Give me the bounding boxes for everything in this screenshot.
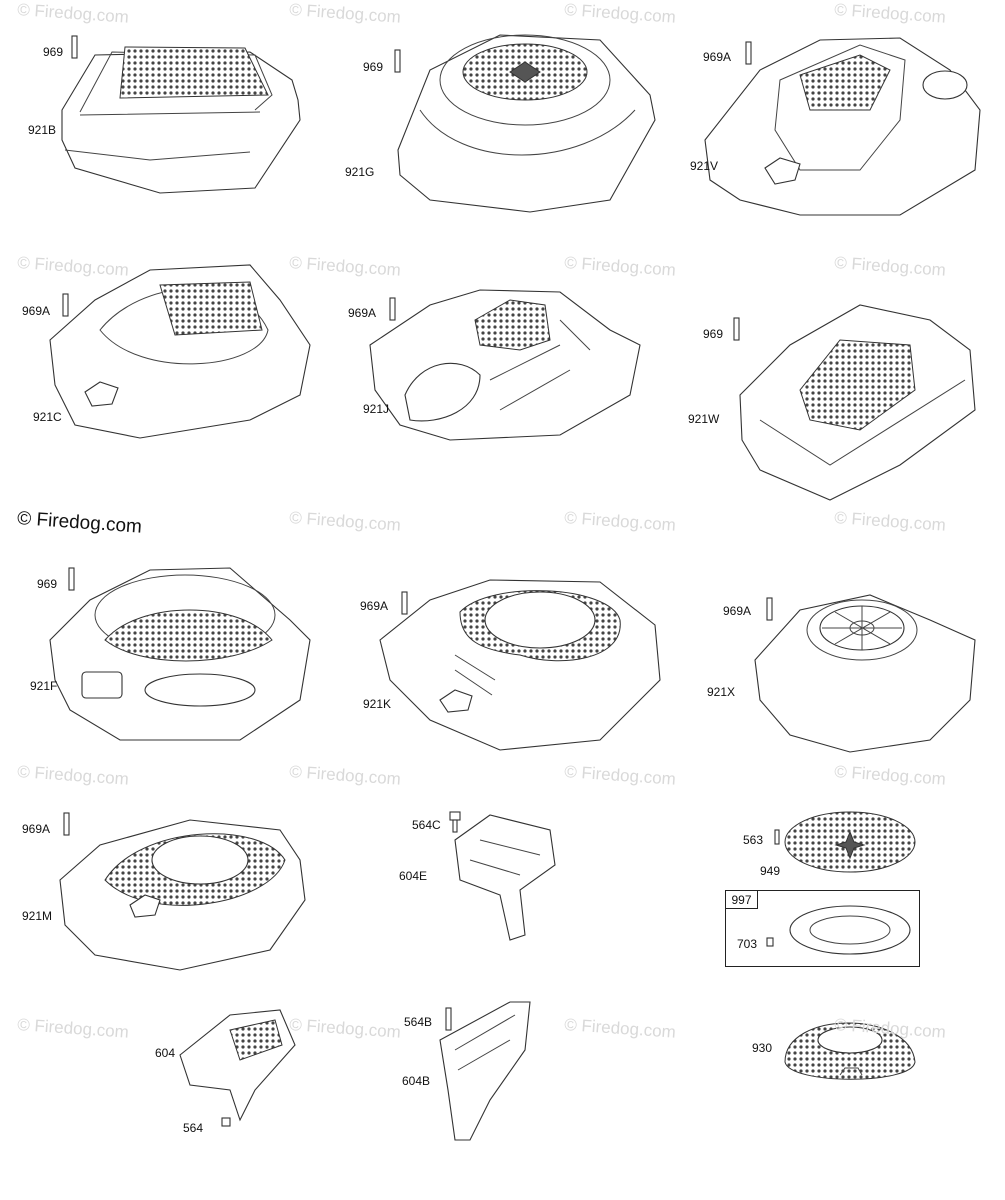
kit-label: 997	[726, 891, 758, 909]
part-label: 921F	[30, 679, 58, 693]
shroud-921J	[369, 289, 641, 441]
shroud-921C	[49, 264, 311, 439]
part-label: 563	[743, 833, 764, 847]
screen-949	[774, 811, 916, 873]
deflector-604	[179, 1009, 296, 1127]
part-label: 969A	[348, 306, 377, 320]
part-label: 969A	[703, 50, 732, 64]
part-label: 969	[37, 577, 58, 591]
part-label: 969A	[22, 304, 51, 318]
ring-703	[766, 905, 911, 955]
part-label: 921M	[22, 909, 53, 923]
shroud-921W	[733, 304, 976, 501]
part-label: 969	[43, 45, 64, 59]
shroud-921K	[379, 579, 661, 751]
part-label: 921K	[363, 697, 392, 711]
part-label: 969A	[723, 604, 752, 618]
part-label: 921B	[28, 123, 57, 137]
part-label: 564B	[404, 1015, 433, 1029]
shroud-921F	[49, 567, 311, 741]
part-label: 930	[752, 1041, 773, 1055]
part-label: 604E	[399, 869, 428, 883]
shroud-921V	[704, 37, 981, 216]
part-label: 921J	[363, 402, 390, 416]
kit-997-box: 997	[725, 890, 920, 967]
part-label: 564C	[412, 818, 441, 832]
deflector-604B	[439, 1001, 531, 1141]
part-label: 969	[703, 327, 724, 341]
shroud-921X	[754, 594, 976, 753]
part-label: 969A	[22, 822, 51, 836]
shroud-921G	[394, 34, 656, 213]
part-label: 564	[183, 1121, 204, 1135]
part-label: 604	[155, 1046, 176, 1060]
part-label: 969	[363, 60, 384, 74]
part-label: 949	[760, 864, 781, 878]
shroud-921B	[61, 35, 301, 194]
part-label: 921C	[33, 410, 62, 424]
shroud-921M	[59, 812, 306, 971]
part-label: 921G	[345, 165, 375, 179]
part-label: 703	[737, 937, 758, 951]
deflector-604E	[449, 811, 556, 941]
part-label: 921X	[707, 685, 736, 699]
part-label: 969A	[360, 599, 389, 613]
guard-930	[784, 1022, 916, 1080]
part-label: 921V	[690, 159, 719, 173]
part-label: 921W	[688, 412, 720, 426]
part-label: 604B	[402, 1074, 431, 1088]
